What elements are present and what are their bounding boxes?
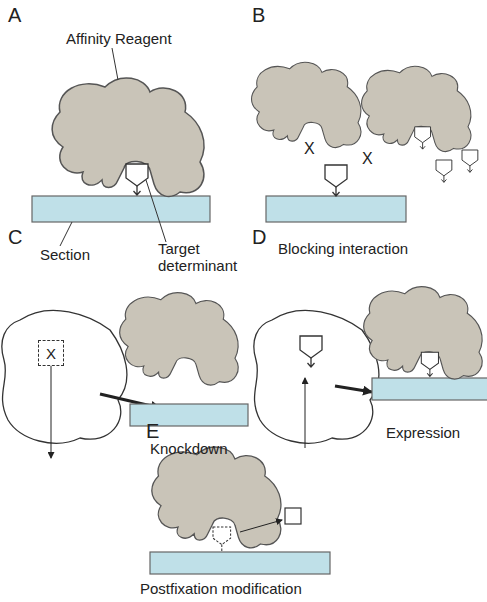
tissue-section — [150, 552, 330, 574]
leader-line — [112, 48, 118, 80]
panel-letter: D — [252, 226, 266, 249]
leader-line — [146, 180, 166, 242]
callout-label: Section — [40, 246, 90, 263]
blocking-peptide — [462, 150, 478, 172]
tissue-section — [372, 378, 487, 400]
panel-caption: Postfixation modification — [140, 580, 302, 597]
block-mark: X — [304, 140, 315, 158]
callout-label: Target determinant — [158, 240, 248, 275]
node-text: X — [46, 345, 56, 362]
blocking-peptide — [415, 127, 431, 149]
cell-outline — [254, 310, 379, 443]
removed-determinant — [213, 527, 231, 552]
panel-caption: Expression — [386, 424, 460, 441]
blocking-peptide — [436, 160, 452, 182]
block-mark: X — [362, 150, 373, 168]
target-determinant — [300, 336, 322, 367]
leader-line — [60, 222, 72, 246]
affinity-reagent — [362, 66, 471, 151]
panel-letter: A — [8, 4, 21, 27]
release-arrow — [240, 520, 282, 532]
transfer-arrow — [335, 386, 372, 392]
degradation-arrow — [51, 366, 52, 458]
panel-letter: C — [8, 226, 22, 249]
panel-caption: Blocking interaction — [278, 240, 408, 257]
dashed-knockdown-box: X — [38, 340, 64, 366]
affinity-reagent — [52, 78, 204, 196]
target-determinant — [126, 164, 148, 195]
target-determinant — [325, 165, 347, 196]
panel-letter: E — [146, 420, 159, 443]
callout-label: Affinity Reagent — [66, 30, 172, 47]
panel-caption: Knockdown — [150, 440, 228, 457]
panel-letter: B — [252, 4, 265, 27]
cell-outline — [2, 310, 127, 443]
target-determinant — [421, 352, 438, 376]
expression-arrow — [305, 378, 306, 448]
tissue-section — [32, 196, 210, 222]
tissue-section — [266, 196, 406, 222]
affinity-reagent — [364, 287, 482, 379]
released-determinant — [285, 508, 301, 524]
affinity-reagent — [252, 62, 361, 147]
affinity-reagent — [120, 293, 238, 385]
